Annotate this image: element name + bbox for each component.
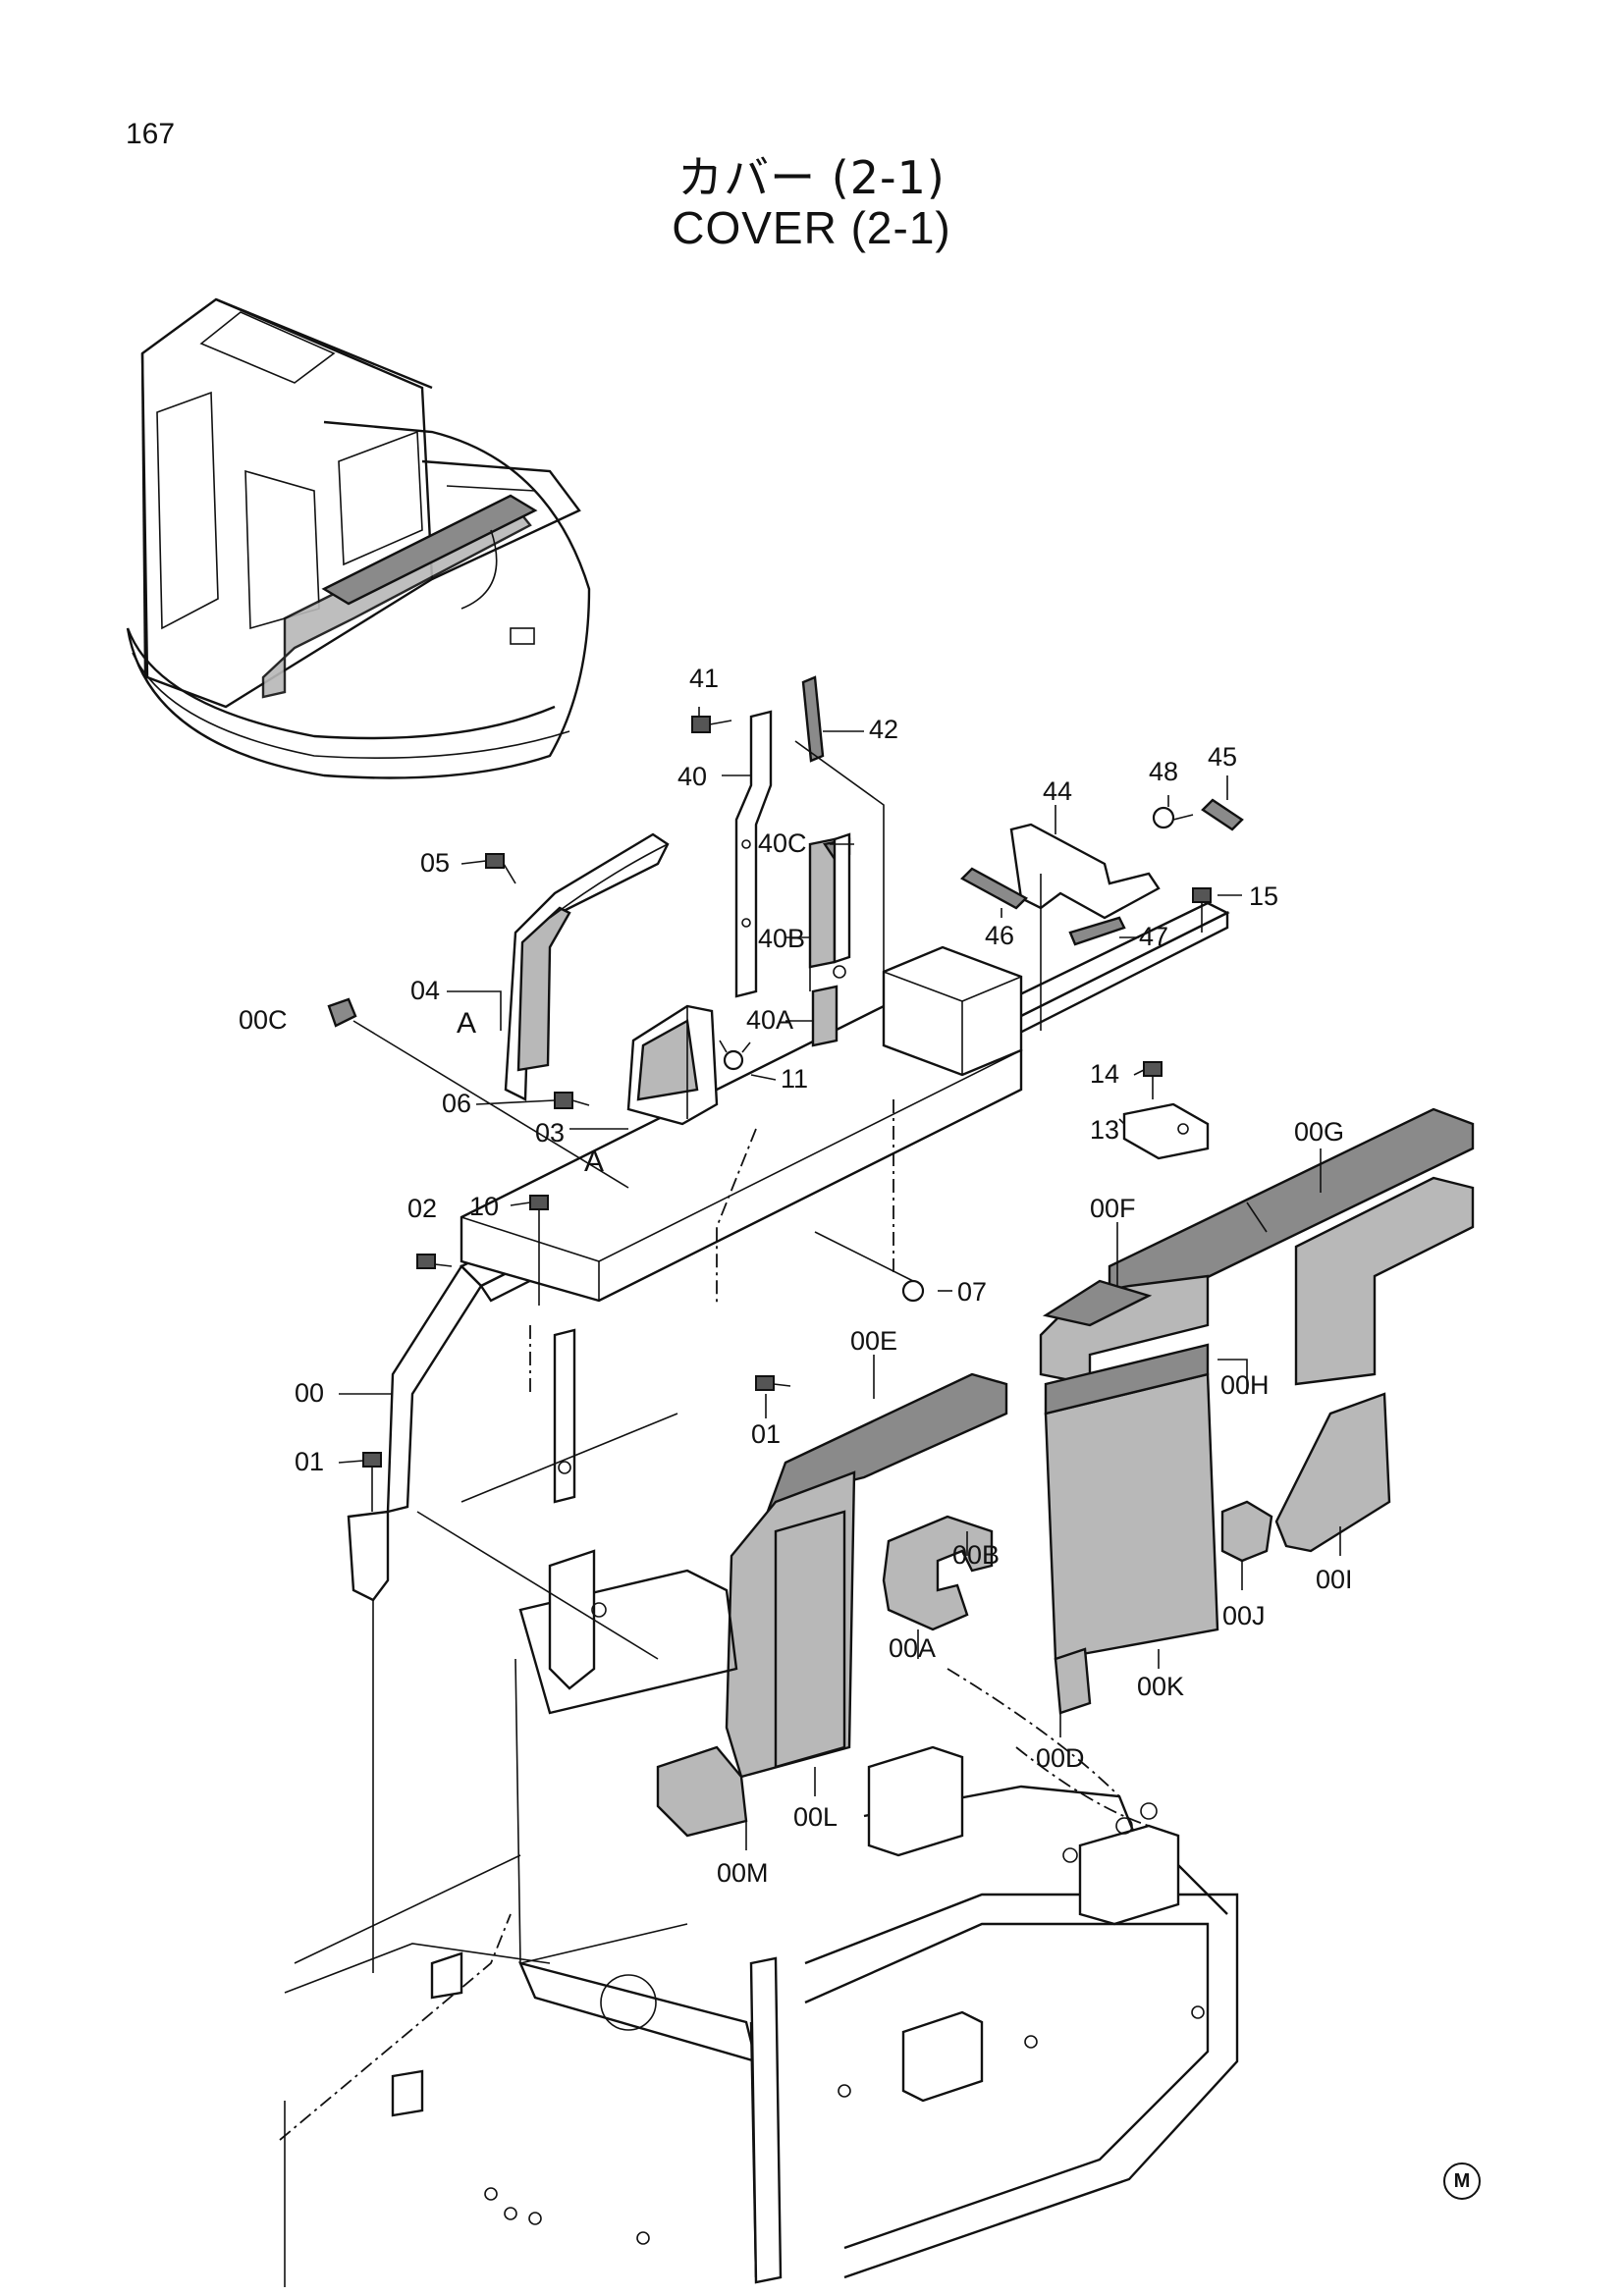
label-05: 05 — [420, 848, 450, 878]
label-46: 46 — [985, 921, 1014, 950]
label-00B: 00B — [952, 1540, 1000, 1570]
label-45: 45 — [1208, 742, 1237, 772]
bolt-15 — [1192, 887, 1212, 933]
cover-03 — [626, 1004, 719, 1126]
label-00L: 00L — [793, 1802, 838, 1832]
page-title-japanese: カバー (2-1) — [677, 151, 946, 204]
label-00E: 00E — [850, 1326, 897, 1356]
label-00G: 00G — [1294, 1117, 1344, 1147]
lower-base-frame — [279, 1549, 1239, 2287]
label-40A: 40A — [746, 1005, 793, 1035]
label-48: 48 — [1149, 757, 1178, 786]
foam-pad-00I-00J — [1220, 1392, 1391, 1563]
label-00I: 00I — [1316, 1565, 1353, 1594]
label-00K: 00K — [1137, 1672, 1184, 1701]
label-11: 11 — [781, 1064, 808, 1094]
leader-lines — [338, 707, 1341, 1973]
label-41: 41 — [689, 664, 719, 693]
label-15: 15 — [1249, 881, 1278, 911]
plate-13 — [1122, 1102, 1210, 1160]
part-labels: 41 42 40 40C 40B 40A 44 48 45 46 47 15 0… — [239, 664, 1353, 1888]
label-00A: 00A — [889, 1633, 936, 1663]
label-04: 04 — [410, 976, 440, 1005]
label-40C: 40C — [758, 828, 807, 858]
nut-07 — [901, 1279, 925, 1303]
foam-pad-00A-00B — [882, 1515, 994, 1631]
page-title-english: COVER (2-1) — [672, 202, 951, 253]
bolt-41 — [691, 716, 732, 733]
page-number: 167 — [126, 118, 176, 150]
label-40: 40 — [677, 762, 707, 791]
excavator-overview-illustration — [126, 297, 591, 779]
foam-pad-00K — [1044, 1343, 1219, 1661]
wing-nut-11 — [719, 1040, 751, 1071]
label-00C: 00C — [239, 1005, 288, 1035]
label-44: 44 — [1043, 776, 1072, 806]
label-06: 06 — [442, 1089, 471, 1118]
bracket-40-group — [734, 675, 885, 1047]
label-00M: 00M — [717, 1858, 769, 1888]
cover-04 — [504, 832, 670, 1101]
label-03: 03 — [535, 1118, 565, 1148]
clip-00C — [327, 997, 357, 1028]
label-40B: 40B — [758, 924, 805, 953]
bolt-14 — [1143, 1061, 1163, 1099]
bolt-06 — [554, 1092, 590, 1109]
bracket-44-group — [960, 798, 1244, 1031]
bolt-02 — [416, 1254, 453, 1269]
label-00J: 00J — [1222, 1601, 1266, 1630]
brand-logo-mark: M — [1443, 2163, 1481, 2200]
bolt-05 — [485, 853, 516, 884]
label-00: 00 — [295, 1378, 324, 1408]
label-42: 42 — [869, 715, 898, 744]
label-10: 10 — [469, 1192, 499, 1221]
foam-pad-00D — [1054, 1647, 1092, 1715]
label-00F: 00F — [1090, 1194, 1136, 1223]
label-a-upper: A — [457, 1007, 476, 1040]
fasteners — [327, 716, 1212, 1512]
label-01-left: 01 — [295, 1447, 324, 1476]
label-13: 13 — [1090, 1115, 1119, 1145]
bolt-01-right — [755, 1375, 791, 1391]
bolt-01-left — [362, 1452, 382, 1512]
label-00D: 00D — [1036, 1743, 1085, 1773]
label-47: 47 — [1139, 922, 1168, 951]
label-01-right: 01 — [751, 1419, 781, 1449]
label-02: 02 — [407, 1194, 437, 1223]
bolt-48 — [1152, 806, 1194, 829]
label-00H: 00H — [1220, 1370, 1270, 1400]
label-14: 14 — [1090, 1059, 1119, 1089]
label-a-lower: A — [584, 1146, 604, 1178]
label-07: 07 — [957, 1277, 987, 1307]
